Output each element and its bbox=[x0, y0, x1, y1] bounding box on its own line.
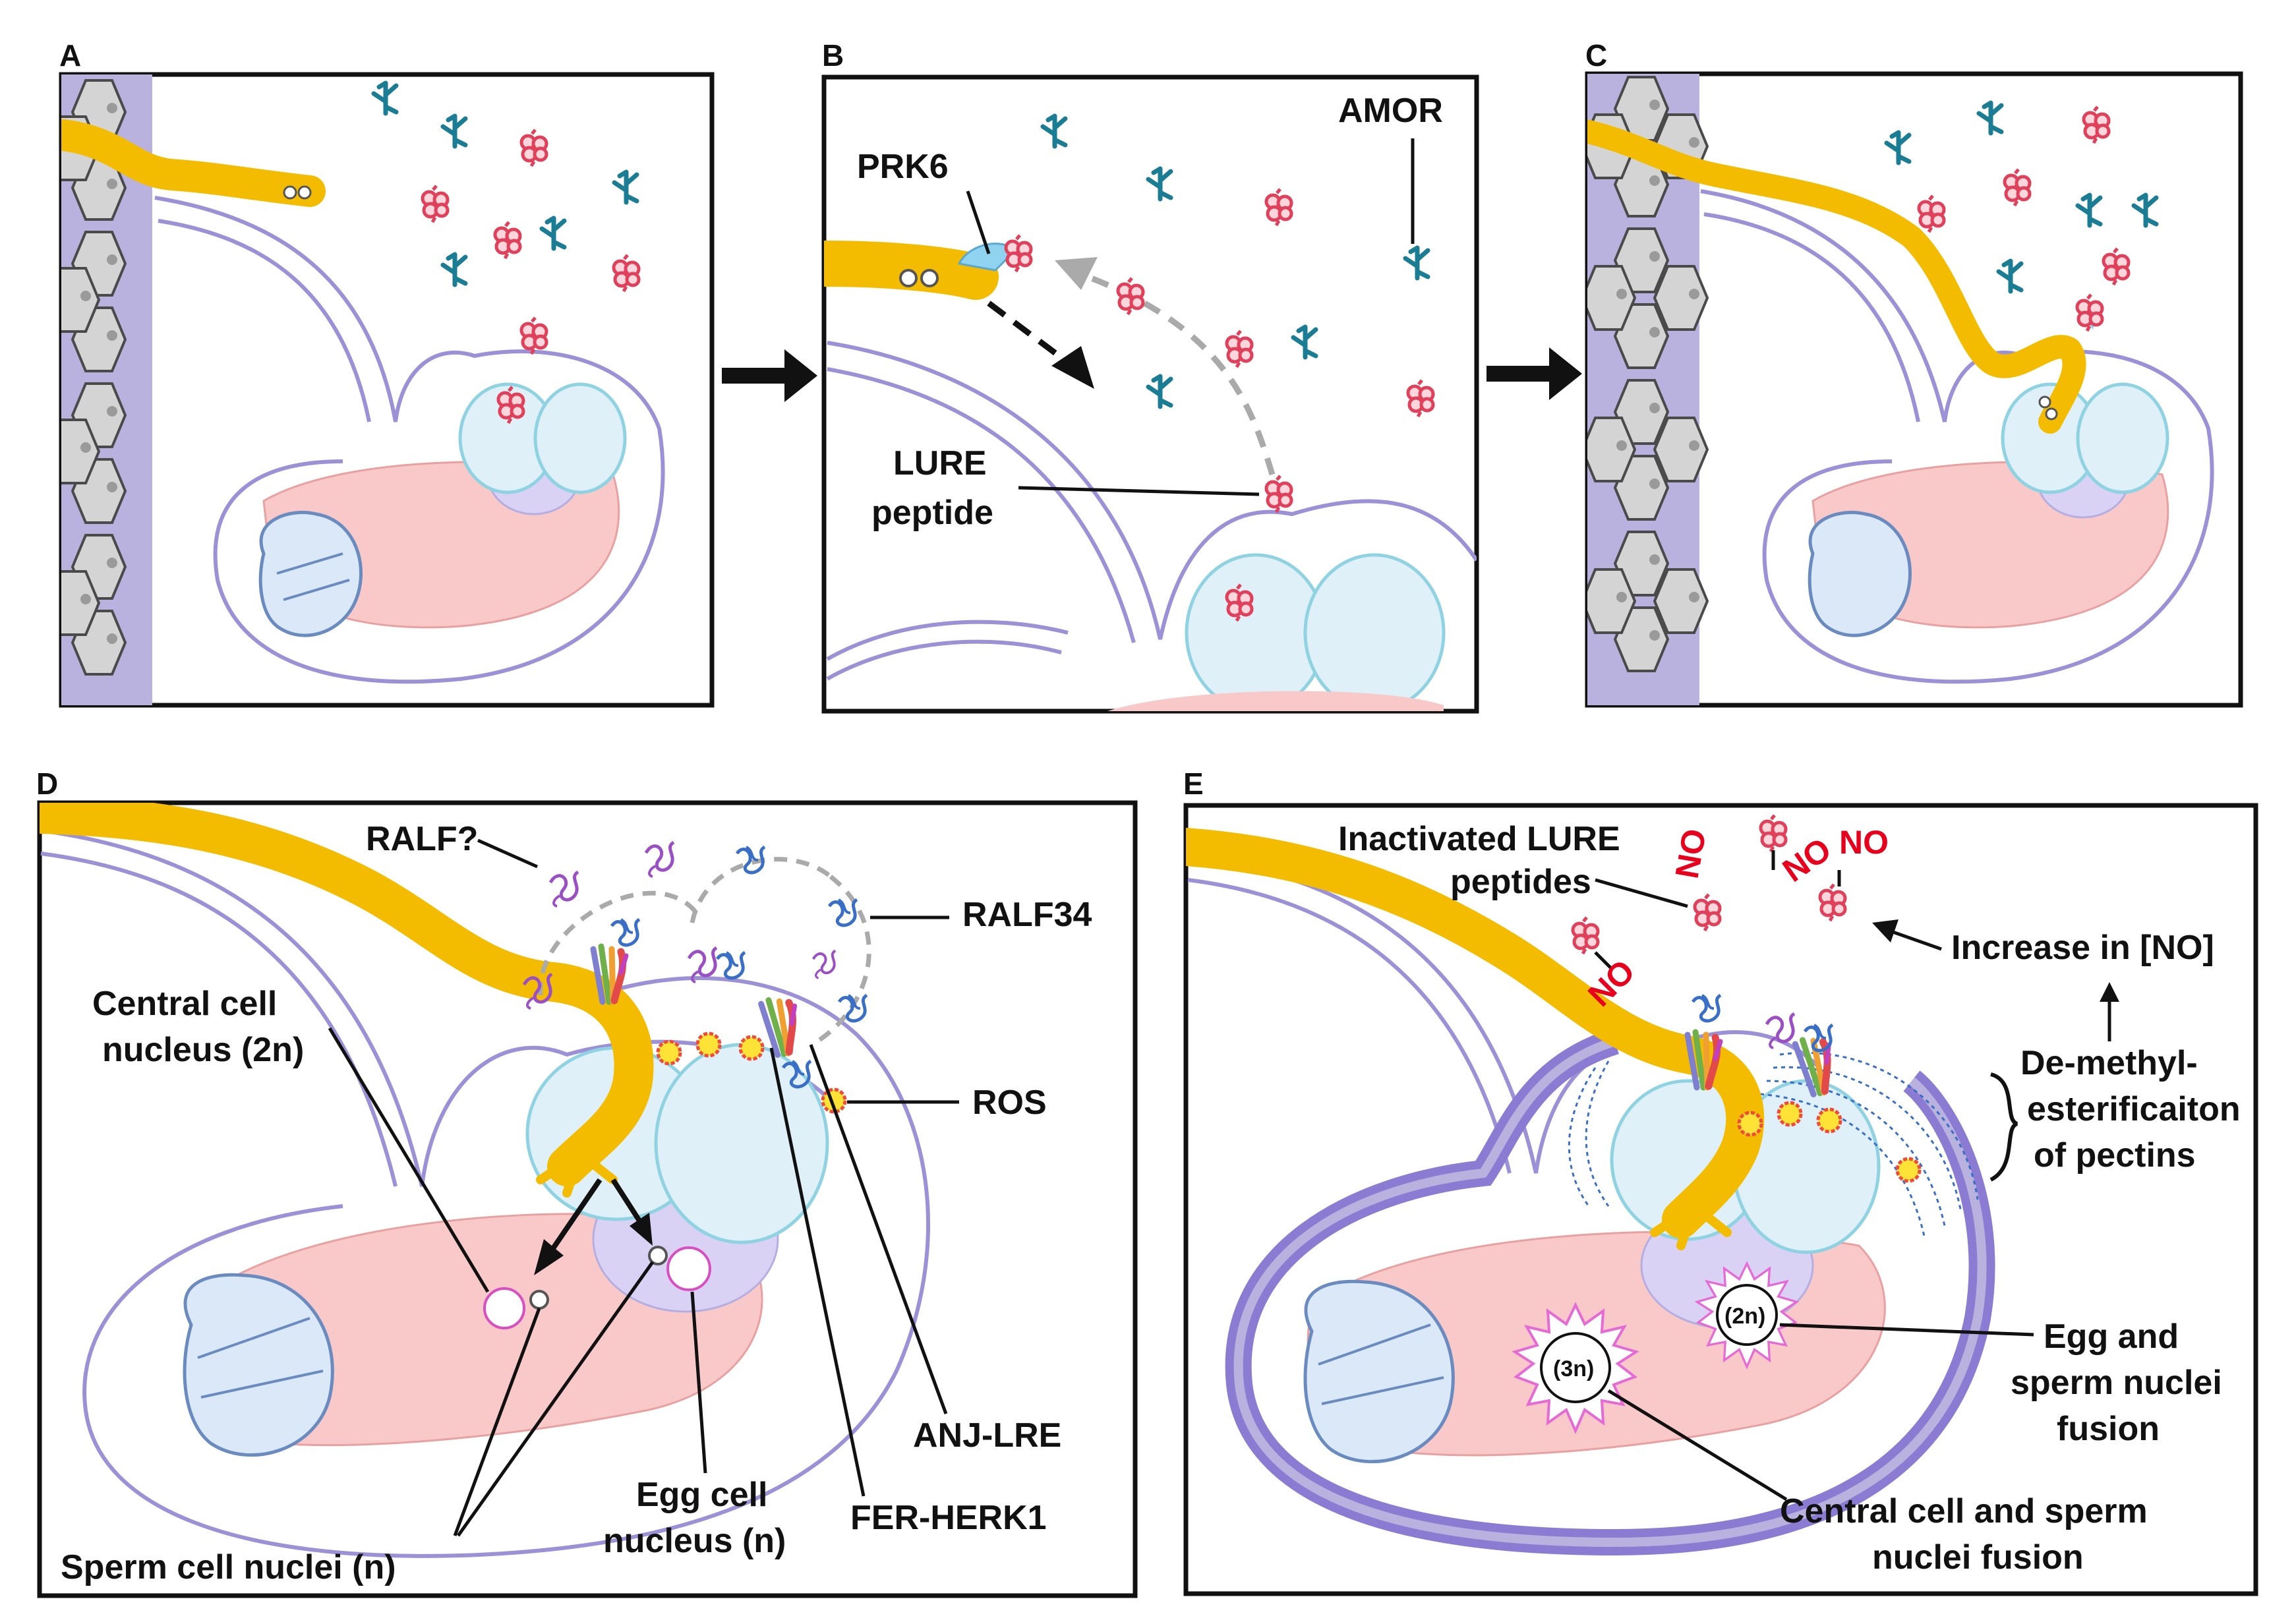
egg-cell-nucleus-label-line2: nucleus (n) bbox=[603, 1522, 786, 1560]
central-sperm-fusion-label-line2: nuclei fusion bbox=[1872, 1538, 2084, 1577]
egg-sperm-fusion-label-line3: fusion bbox=[2057, 1410, 2160, 1448]
no-label-2: NO bbox=[1839, 824, 1889, 861]
panel-c bbox=[1585, 71, 2243, 708]
amor-label: AMOR bbox=[1338, 92, 1443, 130]
pollen-tube-c bbox=[1587, 120, 2086, 434]
panel-label-a: A bbox=[59, 38, 81, 72]
ros-label: ROS bbox=[972, 1084, 1047, 1122]
central-cell-nucleus-label-line1: Central cell bbox=[92, 985, 277, 1023]
egg-cell-nucleus-label-line1: Egg cell bbox=[636, 1476, 767, 1514]
inactivated-lure-label-line1: Inactivated LURE bbox=[1338, 820, 1620, 858]
ralf-unknown-label: RALF? bbox=[366, 820, 478, 858]
panel-e: (3n) (2n) NO NO NO NO Inactivated LURE p… bbox=[1183, 803, 2258, 1596]
pollen-tube-b bbox=[824, 241, 999, 300]
pollen-tube-e bbox=[1186, 828, 1765, 1238]
diploid-label: (2n) bbox=[1724, 1304, 1765, 1329]
lure-peptide-label-line1: LURE bbox=[893, 444, 987, 482]
pollen-tube-d bbox=[40, 803, 654, 1186]
pollen-tube-a bbox=[61, 119, 326, 207]
panel-label-e: E bbox=[1183, 767, 1204, 801]
anj-lre-label: ANJ-LRE bbox=[913, 1416, 1061, 1455]
panel-b: PRK6 AMOR LURE peptide bbox=[821, 74, 1479, 714]
lure-peptide-label-line2: peptide bbox=[871, 494, 993, 532]
no-label-3: NO bbox=[1668, 826, 1713, 881]
ovule-a bbox=[154, 196, 665, 684]
panel-label-d: D bbox=[36, 767, 58, 801]
ralf34-label: RALF34 bbox=[962, 896, 1092, 934]
egg-sperm-fusion-label-line2: sperm nuclei bbox=[2011, 1364, 2222, 1402]
increase-no-label: Increase in [NO] bbox=[1951, 929, 2214, 967]
central-sperm-fusion-label-line1: Central cell and sperm bbox=[1780, 1492, 2148, 1530]
sperm-cell-nuclei-label: Sperm cell nuclei (n) bbox=[61, 1548, 396, 1586]
arrow-a-to-b bbox=[722, 349, 817, 402]
triploid-label: (3n) bbox=[1553, 1356, 1594, 1381]
prk6-label: PRK6 bbox=[857, 148, 949, 186]
ovule-c bbox=[1700, 189, 2214, 684]
inactivated-lure-label-line2: peptides bbox=[1450, 863, 1591, 901]
arrow-b-to-c bbox=[1487, 347, 1582, 400]
demethyl-label-line3: of pectins bbox=[2034, 1136, 2196, 1174]
panel-label-c: C bbox=[1585, 38, 1607, 72]
panel-label-b: B bbox=[822, 38, 844, 72]
fer-herk1-label: FER-HERK1 bbox=[850, 1499, 1047, 1537]
egg-sperm-fusion-label-line1: Egg and bbox=[2044, 1318, 2179, 1356]
demethyl-label-line1: De-methyl- bbox=[2020, 1044, 2198, 1082]
demethyl-label-line2: esterificaiton bbox=[2027, 1090, 2241, 1128]
panel-a bbox=[59, 72, 715, 708]
panel-d: RALF? RALF34 Central cell nucleus (2n) R… bbox=[37, 800, 1138, 1598]
central-cell-nucleus-label-line2: nucleus (2n) bbox=[102, 1031, 304, 1069]
